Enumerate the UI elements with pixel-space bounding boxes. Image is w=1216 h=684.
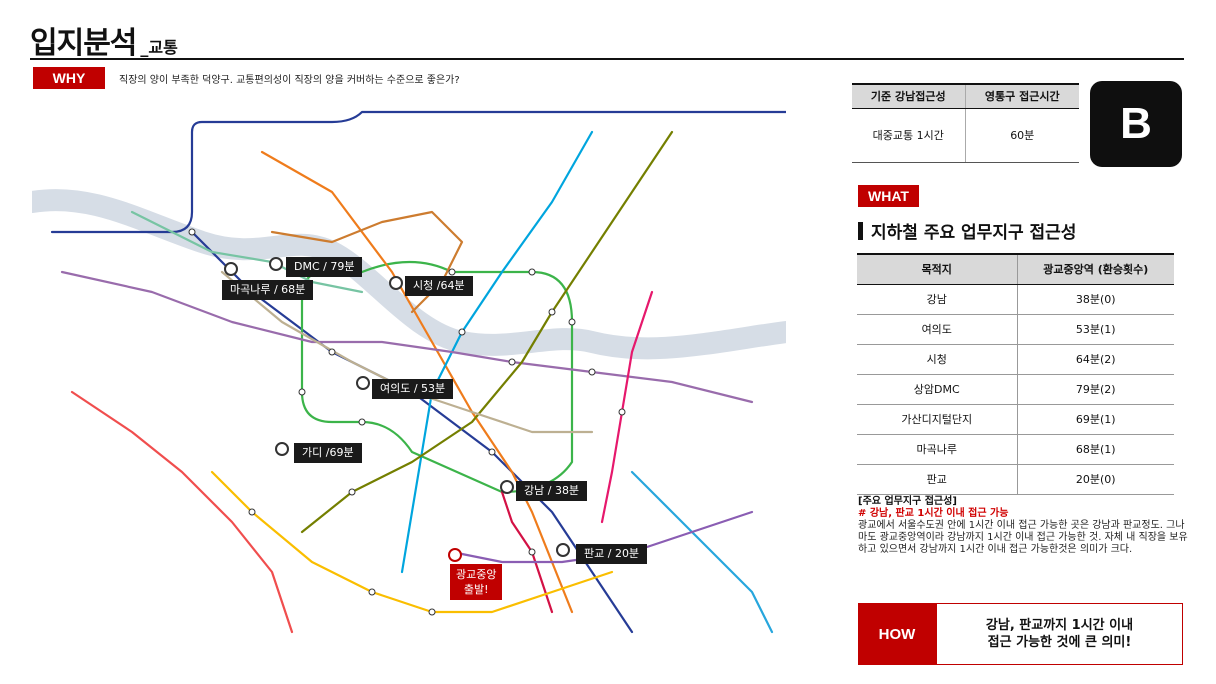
station-marker-magoknaru bbox=[224, 262, 238, 276]
dest-cell-destination: 강남 bbox=[857, 284, 1018, 315]
dest-cell-destination: 판교 bbox=[857, 464, 1018, 495]
why-question: 직장의 양이 부족한 덕양구. 교통편의성이 직장의 양을 커버하는 수준으로 … bbox=[119, 74, 460, 86]
origin-label-line2: 출발! bbox=[463, 583, 489, 596]
subway-line-14 bbox=[70, 390, 294, 634]
map-label-gadi: 가디 /69분 bbox=[294, 443, 362, 463]
map-label-yeouido: 여의도 / 53분 bbox=[372, 379, 454, 399]
how-box: 강남, 판교까지 1시간 이내 접근 가능한 것에 큰 의미! bbox=[936, 603, 1183, 665]
station-dot bbox=[528, 548, 536, 556]
map-label-dmc: DMC / 79분 bbox=[286, 257, 363, 277]
station-dot bbox=[428, 608, 436, 616]
how-text: 강남, 판교까지 1시간 이내 접근 가능한 것에 큰 의미! bbox=[985, 618, 1134, 650]
station-marker-cityhall bbox=[389, 276, 403, 290]
grade-cell-criterion: 대중교통 1시간 bbox=[852, 108, 966, 163]
dest-cell-destination: 여의도 bbox=[857, 314, 1018, 345]
station-dot bbox=[588, 368, 596, 376]
station-dot bbox=[458, 328, 466, 336]
subway-line-5 bbox=[400, 130, 594, 574]
section-title-text: 지하철 주요 업무지구 접근성 bbox=[871, 223, 1077, 243]
station-dot bbox=[618, 408, 626, 416]
map-label-pangyo: 판교 / 20분 bbox=[576, 544, 648, 564]
station-dot bbox=[448, 268, 456, 276]
station-dot bbox=[188, 228, 196, 236]
station-dot bbox=[298, 388, 306, 396]
dest-cell-destination: 마곡나루 bbox=[857, 434, 1018, 465]
station-dot bbox=[528, 268, 536, 276]
title-divider bbox=[30, 58, 1184, 60]
dest-cell-time: 79분(2) bbox=[1017, 374, 1174, 405]
dest-cell-time: 69분(1) bbox=[1017, 404, 1174, 435]
grade-cell-time: 60분 bbox=[965, 108, 1079, 163]
what-tag: WHAT bbox=[858, 185, 919, 207]
station-marker-pangyo bbox=[556, 543, 570, 557]
page-title: 입지분석 bbox=[30, 26, 137, 61]
station-dot bbox=[548, 308, 556, 316]
dest-cell-destination: 가산디지털단지 bbox=[857, 404, 1018, 435]
station-dot bbox=[568, 318, 576, 326]
station-marker-yeouido bbox=[356, 376, 370, 390]
map-label-magoknaru: 마곡나루 / 68분 bbox=[222, 280, 314, 300]
station-dot bbox=[508, 358, 516, 366]
station-dot bbox=[248, 508, 256, 516]
origin-label-line1: 광교중앙 bbox=[456, 568, 497, 581]
station-marker-dmc bbox=[269, 257, 283, 271]
dest-cell-destination: 시청 bbox=[857, 344, 1018, 375]
notes: [주요 업무지구 접근성] # 강남, 판교 1시간 이내 접근 가능 광교에서… bbox=[858, 496, 1188, 556]
station-dot bbox=[368, 588, 376, 596]
page-subtitle: _교통 bbox=[140, 38, 178, 57]
grade-table: 기준 강남접근성 영통구 접근시간 대중교통 1시간 60분 bbox=[852, 83, 1079, 163]
map-label-gangnam: 강남 / 38분 bbox=[516, 481, 588, 501]
dest-cell-time: 20분(0) bbox=[1017, 464, 1174, 495]
station-marker-gwanggyo-jungang bbox=[448, 548, 462, 562]
subway-line-6 bbox=[60, 270, 754, 404]
dest-cell-time: 53분(1) bbox=[1017, 314, 1174, 345]
station-dot bbox=[358, 418, 366, 426]
dest-cell-time: 68분(1) bbox=[1017, 434, 1174, 465]
station-marker-gadi bbox=[275, 442, 289, 456]
section-title-bar bbox=[858, 221, 863, 240]
section-title: 지하철 주요 업무지구 접근성 bbox=[858, 218, 1076, 243]
han-river bbox=[32, 189, 786, 360]
dest-header-time: 광교중앙역 (환승횟수) bbox=[1017, 253, 1174, 285]
subway-line-8 bbox=[300, 130, 674, 534]
dest-cell-time: 64분(2) bbox=[1017, 344, 1174, 375]
dest-cell-destination: 상암DMC bbox=[857, 374, 1018, 405]
grade-header-time: 영통구 접근시간 bbox=[965, 83, 1079, 109]
why-row: WHY 직장의 양이 부족한 덕양구. 교통편의성이 직장의 양을 커버하는 수… bbox=[33, 67, 460, 89]
how-tag: HOW bbox=[858, 603, 936, 665]
grade-badge: B bbox=[1090, 81, 1182, 167]
grade-header-criterion: 기준 강남접근성 bbox=[852, 83, 966, 109]
subway-line-15 bbox=[630, 470, 774, 634]
notes-heading: [주요 업무지구 접근성] bbox=[858, 496, 957, 507]
map-label-cityhall: 시청 /64분 bbox=[405, 276, 473, 296]
notes-body: 광교에서 서울수도권 안에 1시간 이내 접근 가능한 곳은 강남과 판교정도.… bbox=[858, 520, 1188, 555]
station-dot bbox=[488, 448, 496, 456]
dest-cell-time: 38분(0) bbox=[1017, 284, 1174, 315]
notes-highlight: # 강남, 판교 1시간 이내 접근 가능 bbox=[858, 508, 1009, 519]
station-dot bbox=[348, 488, 356, 496]
origin-label: 광교중앙 출발! bbox=[450, 564, 503, 600]
station-dot bbox=[328, 348, 336, 356]
station-marker-gangnam bbox=[500, 480, 514, 494]
why-tag: WHY bbox=[33, 67, 105, 89]
dest-header-destination: 목적지 bbox=[857, 253, 1018, 285]
subway-map: DMC / 79분 마곡나루 / 68분 시청 /64분 여의도 / 53분 가… bbox=[32, 92, 786, 670]
subway-line-9 bbox=[600, 290, 654, 524]
subway-line-12 bbox=[210, 470, 614, 614]
subway-line-1 bbox=[50, 110, 786, 234]
